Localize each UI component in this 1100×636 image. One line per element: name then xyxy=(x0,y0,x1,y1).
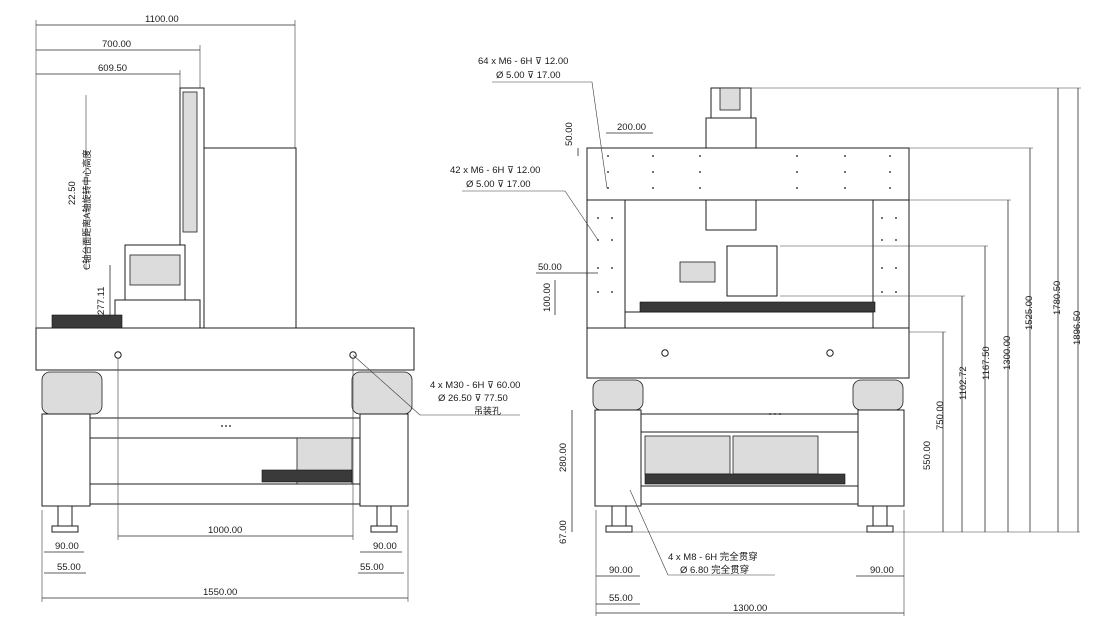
dim-90-right: 90.00 xyxy=(373,541,397,552)
right-cable-tray xyxy=(644,473,846,485)
dim-55-left: 55.00 xyxy=(57,562,81,573)
left-granite-base xyxy=(35,327,415,371)
dim-h-1896: 1896.50 xyxy=(1072,311,1083,345)
callout-bottom-line1: 4 x M8 - 6H 完全贯穿 xyxy=(668,551,758,563)
rotary-table-motor xyxy=(129,254,181,286)
dim-277-11: 277.11 xyxy=(96,287,107,315)
right-leg-1 xyxy=(594,409,642,507)
dim-22-50: 22.50 xyxy=(67,181,78,205)
left-cable-tray xyxy=(261,469,353,483)
right-cable-chain xyxy=(639,301,876,313)
dim-1000: 1000.00 xyxy=(208,525,242,536)
dim-55-right: 55.00 xyxy=(360,562,384,573)
right-foot-2 xyxy=(872,505,888,529)
dim-h-750: 750.00 xyxy=(935,401,946,430)
left-frame-bottom-beam xyxy=(89,483,361,505)
gantry-bridge xyxy=(586,147,910,201)
right-isolator-1 xyxy=(592,379,644,411)
callout-top-line1: 64 x M6 - 6H ⊽ 12.00 xyxy=(478,56,568,67)
gantry-leg-left xyxy=(586,199,626,329)
dim-1550: 1550.00 xyxy=(203,587,237,598)
callout-lifting-line3: 吊装孔 xyxy=(474,405,501,417)
dim-r-1300: 1300.00 xyxy=(733,603,767,614)
bolt-pattern xyxy=(597,155,897,293)
left-foot-2-pad xyxy=(370,525,398,533)
dim-r-200: 200.00 xyxy=(617,122,646,133)
right-granite-base xyxy=(586,327,910,379)
dim-h-550: 550.00 xyxy=(922,441,933,470)
left-top-dimensions: 1100.00 700.00 609.50 xyxy=(35,14,296,330)
dim-h-1167: 1167.50 xyxy=(981,346,992,380)
spindle-motor xyxy=(719,87,741,111)
rotary-unit xyxy=(726,245,778,297)
rotary-motor xyxy=(679,261,716,283)
right-electrical-box-2 xyxy=(732,435,819,475)
left-cable-chain xyxy=(51,314,123,329)
left-slide-base xyxy=(114,299,201,329)
spindle-carriage xyxy=(705,117,757,149)
left-column-rail xyxy=(182,91,198,233)
left-lift-hole-1 xyxy=(114,351,122,359)
dim-r-90-left: 90.00 xyxy=(609,565,633,576)
right-foot-1 xyxy=(611,505,627,529)
dim-h-1300: 1300.00 xyxy=(1002,336,1013,370)
right-isolator-2 xyxy=(852,379,904,411)
right-electrical-box-1 xyxy=(644,435,731,475)
left-gantry-box xyxy=(203,147,297,329)
dim-r-90-right: 90.00 xyxy=(870,565,894,576)
dim-90-left: 90.00 xyxy=(55,541,79,552)
dim-h-1780: 1780.50 xyxy=(1052,281,1063,315)
callout-side-line2: Ø 5.00 ⊽ 17.00 xyxy=(466,179,531,190)
callout-bottom-line2: Ø 6.80 完全贯穿 xyxy=(680,564,749,576)
callout-lifting-line2: Ø 26.50 ⊽ 77.50 xyxy=(438,393,508,404)
height-dimensions: 550.00 750.00 1102.72 1167.50 1300.00 15… xyxy=(630,87,1083,533)
right-lift-hole-2 xyxy=(826,349,834,357)
dim-609: 609.50 xyxy=(98,63,127,74)
dim-700: 700.00 xyxy=(102,39,131,50)
dim-r-100: 100.00 xyxy=(542,283,553,312)
dim-r-55: 55.00 xyxy=(609,593,633,604)
callout-lifting-line1: 4 x M30 - 6H ⊽ 60.00 xyxy=(430,380,520,391)
dim-h-1525: 1525.00 xyxy=(1024,296,1035,330)
left-isolator-1 xyxy=(41,371,103,415)
left-foot-2 xyxy=(376,505,392,529)
right-frame-bottom-beam xyxy=(640,485,859,505)
right-lift-hole-1 xyxy=(661,349,669,357)
dim-h-1102: 1102.72 xyxy=(958,366,969,400)
dim-1100: 1100.00 xyxy=(145,14,179,25)
right-frame-top-beam xyxy=(640,413,859,433)
dim-r-67: 67.00 xyxy=(558,520,569,544)
left-isolator-2 xyxy=(351,371,413,415)
right-foot-1-pad xyxy=(605,525,633,533)
callout-side-line1: 42 x M6 - 6H ⊽ 12.00 xyxy=(450,165,540,176)
note-axis-height: C轴台面距离A轴旋转中心高度 xyxy=(81,150,93,270)
left-leg-1 xyxy=(41,413,91,507)
right-slide-base xyxy=(624,311,874,329)
right-view: 64 x M6 - 6H ⊽ 12.00 Ø 5.00 ⊽ 17.00 42 x… xyxy=(450,56,1083,616)
left-foot-1 xyxy=(57,505,73,529)
left-foot-1-pad xyxy=(51,525,79,533)
dim-r-50-side: 50.00 xyxy=(538,262,562,273)
right-foot-2-pad xyxy=(866,525,894,533)
left-view: 1100.00 700.00 609.50 22.50 C轴台面距离A轴旋转中心… xyxy=(35,14,520,602)
dim-r-50-top: 50.00 xyxy=(564,122,575,146)
callout-top-line2: Ø 5.00 ⊽ 17.00 xyxy=(496,70,561,81)
dim-r-280: 280.00 xyxy=(558,443,569,472)
z-slide xyxy=(705,199,757,231)
left-leg-2 xyxy=(359,413,409,507)
right-leg-2 xyxy=(857,409,905,507)
gantry-leg-right xyxy=(872,199,910,329)
left-frame-top-beam xyxy=(89,417,361,439)
